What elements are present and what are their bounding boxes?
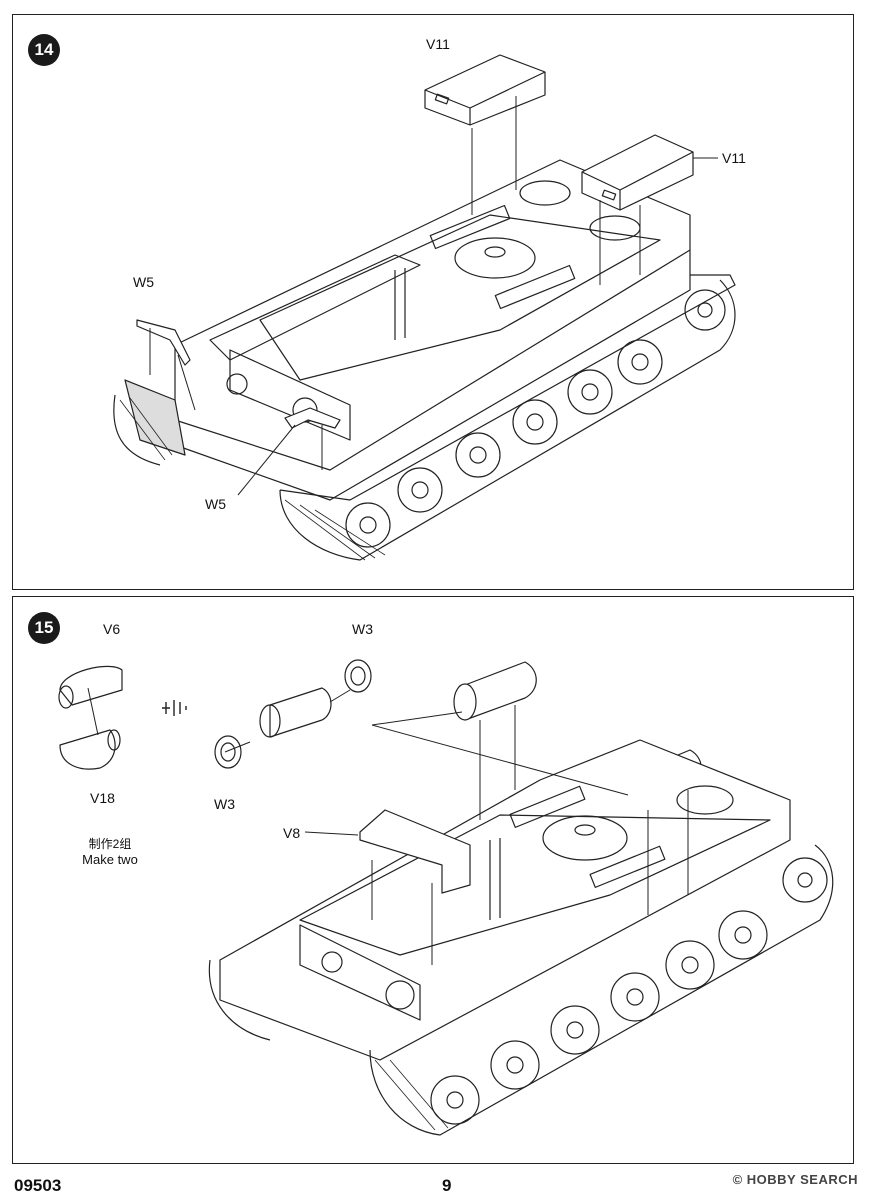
label-w3-top: W3: [352, 621, 373, 637]
step-15-number: 15: [28, 612, 60, 644]
step-14-number: 14: [28, 34, 60, 66]
label-v6: V6: [103, 621, 121, 637]
watermark: © HOBBY SEARCH: [733, 1172, 858, 1187]
label-w5-bottom: W5: [205, 496, 226, 512]
label-w3-bottom: W3: [214, 796, 235, 812]
label-v18: V18: [90, 790, 115, 806]
watermark-symbol: ©: [732, 1172, 743, 1187]
make-two-note-cn: 制作2组: [88, 837, 132, 851]
label-v8: V8: [283, 825, 301, 841]
page-number: 9: [442, 1176, 452, 1195]
kit-code: 09503: [14, 1176, 62, 1195]
label-v11-right: V11: [722, 150, 746, 166]
make-two-note: 制作2组 Make two: [74, 837, 146, 867]
label-w5-left: W5: [133, 274, 154, 290]
label-v11-top: V11: [426, 36, 450, 52]
watermark-brand: HOBBY SEARCH: [746, 1172, 858, 1187]
make-two-note-en: Make two: [82, 852, 138, 867]
